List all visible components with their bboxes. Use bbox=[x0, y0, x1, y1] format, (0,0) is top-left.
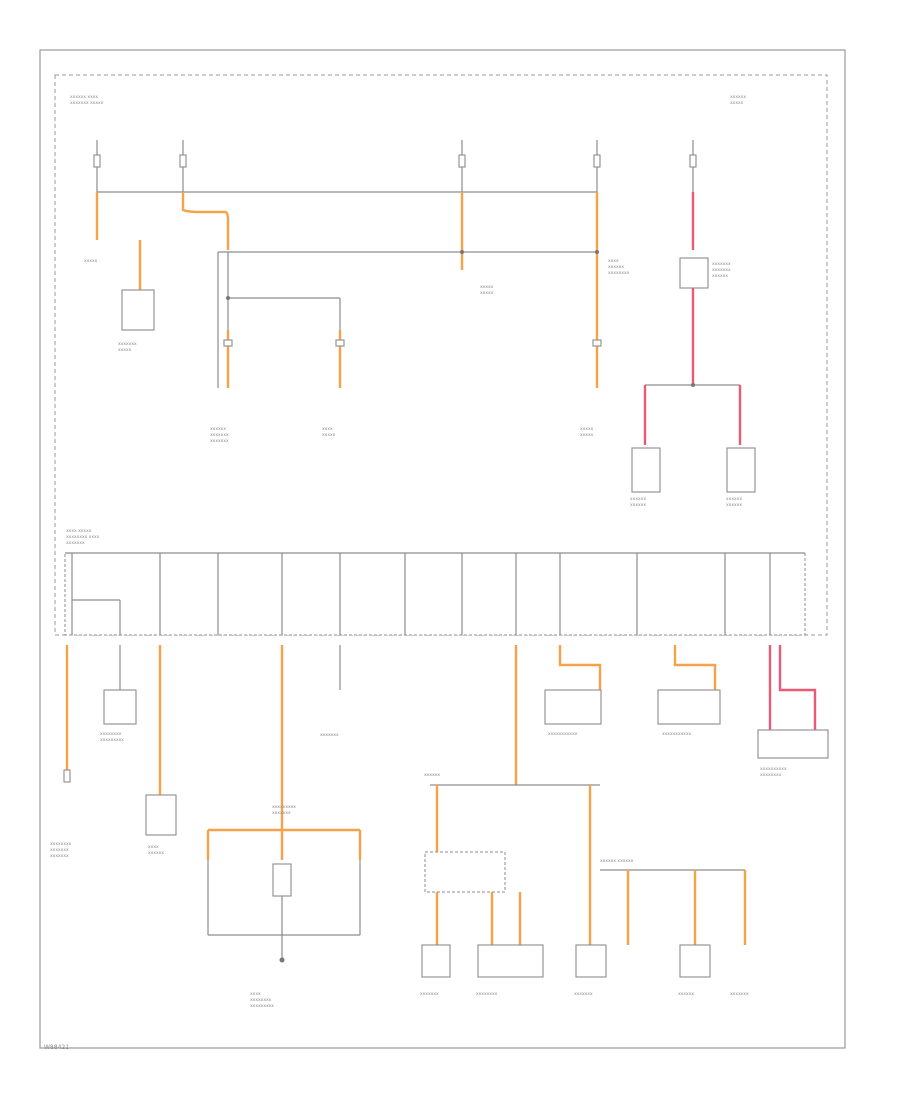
svg-text:xxxxx: xxxxx bbox=[480, 285, 494, 290]
svg-text:xxxxx: xxxxx bbox=[730, 101, 744, 106]
svg-text:xxxxxxxxxxx: xxxxxxxxxxx bbox=[662, 732, 692, 737]
svg-text:xxxxxxxx: xxxxxxxx bbox=[608, 271, 630, 276]
svg-text:xxxxxx: xxxxxx bbox=[730, 95, 746, 100]
svg-text:xxxxx: xxxxx bbox=[118, 348, 132, 353]
top-fuse-section: xxxxxx xxxx xxxxxxx xxxxx xxxxx xxxxxxx … bbox=[70, 95, 746, 444]
svg-text:xxxxx: xxxxx bbox=[480, 291, 494, 296]
svg-text:xxxxxxxx: xxxxxxxx bbox=[100, 732, 122, 737]
svg-text:xxxxxxx: xxxxxxx bbox=[118, 342, 137, 347]
svg-text:xxxx: xxxx bbox=[250, 992, 261, 997]
lower-section: xxxxxxxx xxxxxxx xxxxxxx xxxxxxxx xxxxxx… bbox=[50, 645, 829, 1009]
svg-text:xxxxxxx: xxxxxxx bbox=[730, 992, 749, 997]
svg-text:xxxxxxx: xxxxxxx bbox=[574, 992, 593, 997]
svg-text:xxxxxxxx: xxxxxxxx bbox=[476, 992, 498, 997]
svg-text:xxxxxx: xxxxxx bbox=[608, 265, 624, 270]
svg-text:xxxxxxxx: xxxxxxxx bbox=[50, 842, 72, 847]
svg-text:xxxxxxx: xxxxxxx bbox=[50, 848, 69, 853]
relay-section: xxxxxxx xxxxxxx xxxxxx xxxxxx xxxxxx xxx… bbox=[630, 257, 756, 508]
svg-text:xxxxxxxxx: xxxxxxxxx bbox=[272, 805, 296, 810]
svg-text:xxxxxxx: xxxxxxx bbox=[420, 992, 439, 997]
svg-text:xxxxxxx: xxxxxxx bbox=[712, 268, 731, 273]
diagram-code: W88421 bbox=[44, 1044, 70, 1051]
svg-text:xxxxxxxx: xxxxxxxx bbox=[250, 998, 272, 1003]
svg-text:xxxx: xxxx bbox=[322, 427, 333, 432]
fuse-block-region bbox=[54, 74, 828, 636]
svg-text:xxxxxxxxxxx: xxxxxxxxxxx bbox=[548, 732, 578, 737]
svg-text:xxxxxxx: xxxxxxx bbox=[320, 733, 339, 738]
svg-text:xxxxxx: xxxxxx bbox=[630, 503, 646, 508]
svg-text:xxxxxx: xxxxxx bbox=[148, 851, 164, 856]
svg-text:xxxxx: xxxxx bbox=[580, 433, 594, 438]
svg-text:xxxxx: xxxxx bbox=[84, 259, 98, 264]
svg-text:xxxxxx: xxxxxx bbox=[630, 497, 646, 502]
svg-text:xxxxxxx: xxxxxxx bbox=[272, 811, 291, 816]
svg-text:xxxxxx xxxx: xxxxxx xxxx bbox=[70, 95, 98, 100]
svg-text:xxxx: xxxx bbox=[148, 845, 159, 850]
svg-text:xxxxxx: xxxxxx bbox=[726, 503, 742, 508]
svg-text:xxxxxxx: xxxxxxx bbox=[712, 262, 731, 267]
svg-text:xxxxxx: xxxxxx bbox=[424, 773, 440, 778]
svg-text:xxxxxx: xxxxxx bbox=[210, 427, 226, 432]
svg-text:xxxxxxx: xxxxxxx bbox=[210, 439, 229, 444]
svg-text:xxxxxxxxx: xxxxxxxxx bbox=[100, 738, 124, 743]
svg-text:xxxxxxx xxxxx: xxxxxxx xxxxx bbox=[70, 101, 104, 106]
svg-text:xxxx: xxxx bbox=[608, 259, 619, 264]
svg-text:xxxxxx: xxxxxx bbox=[726, 497, 742, 502]
svg-text:xxxxxx: xxxxxx bbox=[712, 274, 728, 279]
svg-text:xxxxxxxx xxxx: xxxxxxxx xxxx bbox=[66, 535, 100, 540]
svg-text:xxxxxx xxxxxx: xxxxxx xxxxxx bbox=[600, 859, 634, 864]
svg-text:xxxxxx: xxxxxx bbox=[678, 992, 694, 997]
svg-text:xxxxx: xxxxx bbox=[322, 433, 336, 438]
diagram-frame bbox=[39, 49, 846, 1049]
svg-text:xxxxxxx: xxxxxxx bbox=[50, 854, 69, 859]
svg-text:xxxxxxxxx: xxxxxxxxx bbox=[250, 1004, 274, 1009]
svg-text:xxxx xxxxx: xxxx xxxxx bbox=[66, 529, 92, 534]
svg-text:xxxxx: xxxxx bbox=[580, 427, 594, 432]
middle-fuse-block: xxxx xxxxx xxxxxxxx xxxx xxxxxxx bbox=[64, 529, 806, 636]
svg-text:xxxxxxxx: xxxxxxxx bbox=[760, 773, 782, 778]
svg-text:xxxxxxxxxx: xxxxxxxxxx bbox=[760, 767, 787, 772]
svg-text:xxxxxxx: xxxxxxx bbox=[210, 433, 229, 438]
svg-text:xxxxxxx: xxxxxxx bbox=[66, 541, 85, 546]
